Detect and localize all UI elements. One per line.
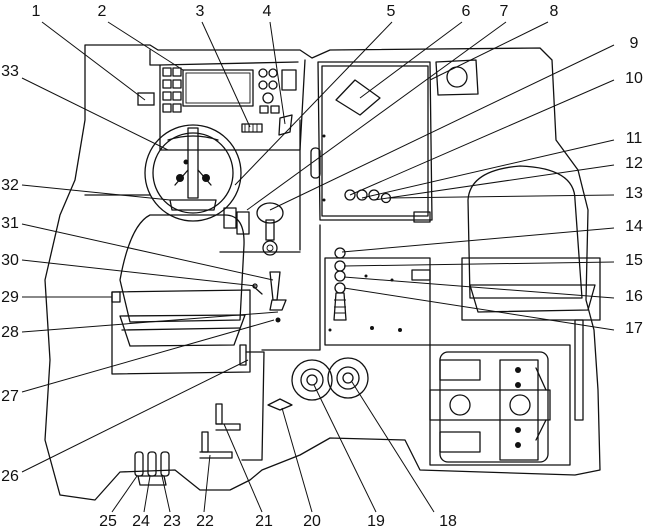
callout-30: 30 bbox=[1, 252, 19, 269]
callout-17: 17 bbox=[625, 320, 643, 337]
lower-control-panel bbox=[261, 224, 431, 351]
callout-24: 24 bbox=[132, 513, 150, 529]
callout-22: 22 bbox=[196, 513, 214, 529]
callout-19: 19 bbox=[367, 513, 385, 529]
callout-labels: 1 2 3 4 5 6 7 8 9 10 11 12 13 14 15 16 1… bbox=[1, 3, 643, 529]
callout-32: 32 bbox=[1, 177, 19, 194]
callout-16: 16 bbox=[625, 288, 643, 305]
foot-levers bbox=[199, 403, 241, 459]
callout-10: 10 bbox=[625, 70, 643, 87]
callout-8: 8 bbox=[550, 3, 559, 20]
callout-7: 7 bbox=[500, 3, 509, 20]
panel-display-6 bbox=[335, 79, 381, 116]
pedal-4 bbox=[278, 114, 293, 136]
left-seat bbox=[111, 214, 251, 375]
callout-33: 33 bbox=[1, 63, 19, 80]
floor-rail bbox=[241, 351, 265, 461]
callout-12: 12 bbox=[625, 155, 643, 172]
callout-2: 2 bbox=[98, 3, 107, 20]
switch-panel bbox=[162, 67, 182, 113]
callout-5: 5 bbox=[387, 3, 396, 20]
round-levers bbox=[291, 357, 369, 401]
callout-13: 13 bbox=[625, 185, 643, 202]
callout-9: 9 bbox=[630, 35, 639, 52]
callout-21: 21 bbox=[255, 513, 273, 529]
floor-pedals bbox=[134, 451, 170, 486]
gearbox-unit bbox=[429, 319, 584, 466]
leader-lines bbox=[21, 21, 615, 513]
floor-lever bbox=[256, 202, 284, 256]
callout-15: 15 bbox=[625, 252, 643, 269]
callout-6: 6 bbox=[462, 3, 471, 20]
gauge-cluster bbox=[258, 68, 297, 114]
callout-18: 18 bbox=[439, 513, 457, 529]
roof-hatch bbox=[435, 59, 479, 96]
callout-1: 1 bbox=[32, 3, 41, 20]
callout-28: 28 bbox=[1, 324, 19, 341]
ignition-switch bbox=[137, 92, 155, 106]
center-panel bbox=[310, 61, 433, 223]
callout-29: 29 bbox=[1, 289, 19, 306]
callout-4: 4 bbox=[263, 3, 272, 20]
callout-3: 3 bbox=[196, 3, 205, 20]
callout-27: 27 bbox=[1, 388, 19, 405]
right-seat bbox=[461, 165, 601, 321]
callout-26: 26 bbox=[1, 468, 19, 485]
dashboard bbox=[84, 49, 306, 253]
seat-side-levers bbox=[252, 271, 287, 323]
callout-31: 31 bbox=[1, 215, 19, 232]
floor-plate bbox=[267, 398, 293, 411]
callout-20: 20 bbox=[303, 513, 321, 529]
vent-grille bbox=[241, 123, 263, 133]
dash-pedals bbox=[223, 207, 250, 235]
callout-23: 23 bbox=[163, 513, 181, 529]
callout-14: 14 bbox=[625, 218, 643, 235]
steering-wheel bbox=[144, 124, 242, 222]
callout-11: 11 bbox=[626, 130, 643, 147]
callout-25: 25 bbox=[99, 513, 117, 529]
